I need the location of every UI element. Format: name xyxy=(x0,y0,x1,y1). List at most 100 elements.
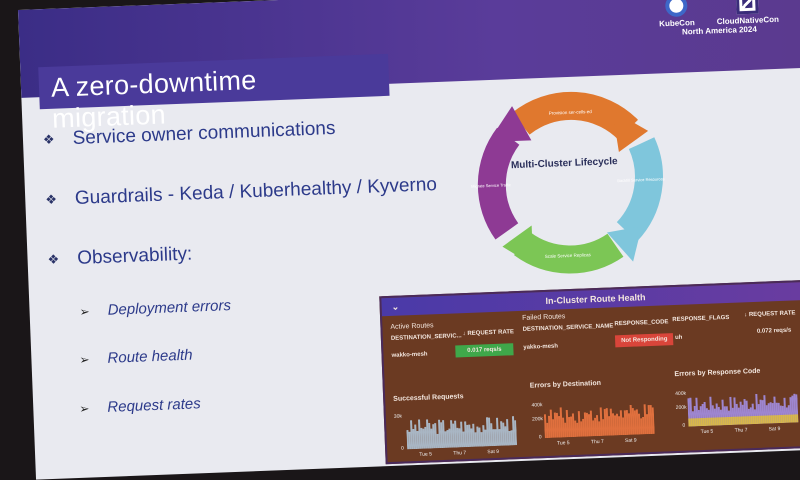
column-header[interactable]: RESPONSE_CODE xyxy=(614,319,669,328)
sub-bullet-text: Request rates xyxy=(107,395,202,416)
chart-bar xyxy=(582,418,585,437)
chart-bar xyxy=(742,416,745,425)
chart-bar xyxy=(784,414,787,423)
y-tick: 0 xyxy=(682,422,686,429)
chart-bar xyxy=(485,417,490,447)
timeseries-chart xyxy=(406,411,518,450)
cycle-step-label: Backfill Service Resources xyxy=(617,176,665,183)
cycle-step-label: Migrate Service Traffic xyxy=(471,182,511,189)
x-tick: Thu 7 xyxy=(590,438,604,446)
chart-bar xyxy=(760,415,763,424)
arrowhead-icon xyxy=(612,110,649,153)
chart-bar xyxy=(788,414,791,423)
arrowhead-icon xyxy=(606,226,642,262)
chart-bar xyxy=(476,426,480,447)
x-tick: Thu 7 xyxy=(734,427,748,434)
chart-bar xyxy=(552,419,555,438)
diamond-bullet-icon: ❖ xyxy=(47,251,60,268)
column-header[interactable]: ↓ REQUEST RATE xyxy=(462,329,515,338)
chart-bar xyxy=(595,415,599,437)
chart-bar xyxy=(466,424,470,448)
failed-route-code: Not Responding xyxy=(614,333,674,348)
chart-bar xyxy=(585,412,589,437)
sub-bullet: ➢Route health xyxy=(79,347,193,368)
chart-bar xyxy=(559,407,563,438)
bullet: ❖Guardrails - Keda / Kuberhealthy / Kyve… xyxy=(45,174,437,211)
chart-bar xyxy=(736,416,739,425)
chart-bar xyxy=(692,418,695,427)
chart-bar xyxy=(649,405,653,435)
y-tick: 200k xyxy=(675,404,687,412)
sub-bullet: ➢ Request rates xyxy=(79,395,201,417)
chart-bar xyxy=(446,430,450,448)
chart-bar xyxy=(418,419,422,449)
conference-logos: KubeCon CloudNativeCon North America 202… xyxy=(658,0,779,37)
chart-bar xyxy=(786,414,789,423)
failed-routes-heading: Failed Routes xyxy=(522,313,566,322)
chart-bar xyxy=(416,430,420,450)
chart-bar xyxy=(458,428,462,448)
chart-bar xyxy=(587,414,591,437)
x-tick: Tue 5 xyxy=(556,440,570,447)
column-header[interactable]: RESPONSE_FLAGS xyxy=(672,314,730,324)
chart-bar xyxy=(756,415,759,424)
chart-bar xyxy=(462,431,466,448)
column-header[interactable]: ↓ REQUEST RATE xyxy=(744,310,796,319)
chart-bar xyxy=(472,423,476,447)
chart-bar xyxy=(643,404,647,435)
chart-bar xyxy=(732,416,735,425)
chart-bar xyxy=(774,415,777,424)
chart-bar xyxy=(412,428,416,450)
chart-bar xyxy=(728,416,731,426)
sub-bullet: ➢Deployment errors xyxy=(79,297,231,320)
chart-bar xyxy=(432,424,436,449)
chart-bar xyxy=(796,414,799,423)
x-tick: Sat 9 xyxy=(487,448,500,456)
chart-bar xyxy=(510,430,514,446)
chart-bar xyxy=(611,413,615,436)
chart-bar xyxy=(752,416,755,425)
chart-bar xyxy=(599,407,603,436)
chart-bar xyxy=(568,417,571,438)
cycle-arc-backfill xyxy=(616,137,663,242)
cycle-center-label: Multi-Cluster Lifecycle xyxy=(511,156,618,171)
chart-bar xyxy=(625,410,629,435)
column-header[interactable]: DESTINATION_SERVICE_NAME xyxy=(522,323,614,333)
chart-bar xyxy=(758,415,761,424)
chart-bar xyxy=(768,415,771,424)
chart-bar xyxy=(583,412,587,437)
chart-bar xyxy=(482,425,486,447)
chart-bar xyxy=(414,424,418,450)
chart-bar xyxy=(629,404,633,435)
chart-bar xyxy=(623,410,627,436)
chart-bar xyxy=(504,426,508,446)
chart-bar xyxy=(498,429,502,446)
chart-bar xyxy=(430,428,434,449)
collapse-chevron-icon[interactable]: ⌄ xyxy=(391,301,400,312)
chart-bar xyxy=(557,416,561,438)
chart-bar xyxy=(770,415,773,424)
failed-route-flags: uh xyxy=(674,334,683,342)
chart-bar xyxy=(744,416,747,425)
chart-bar xyxy=(426,419,430,449)
chart-bar xyxy=(778,415,781,424)
chart-bar xyxy=(436,433,440,449)
chart-bar xyxy=(619,410,623,436)
chart-bar xyxy=(602,419,605,436)
chart-bar xyxy=(690,418,693,427)
chart-bar xyxy=(456,427,460,448)
chart-bar xyxy=(724,417,727,426)
failed-route-rate: 0.072 reqs/s xyxy=(756,327,792,335)
chart-bar xyxy=(640,418,643,435)
chart-bar xyxy=(688,418,691,427)
x-tick: Tue 5 xyxy=(700,428,714,436)
arrow-bullet-icon: ➢ xyxy=(79,401,90,416)
chart-bar xyxy=(706,417,709,426)
column-header[interactable]: DESTINATION_SERVIC... xyxy=(390,333,462,342)
chart-bar xyxy=(452,423,456,448)
chart-bar xyxy=(454,420,458,448)
chart-bar xyxy=(698,418,701,427)
sub-bullet-text: Deployment errors xyxy=(107,297,232,319)
chart-bar xyxy=(511,416,516,446)
bullet: ❖Observability: xyxy=(47,243,193,271)
